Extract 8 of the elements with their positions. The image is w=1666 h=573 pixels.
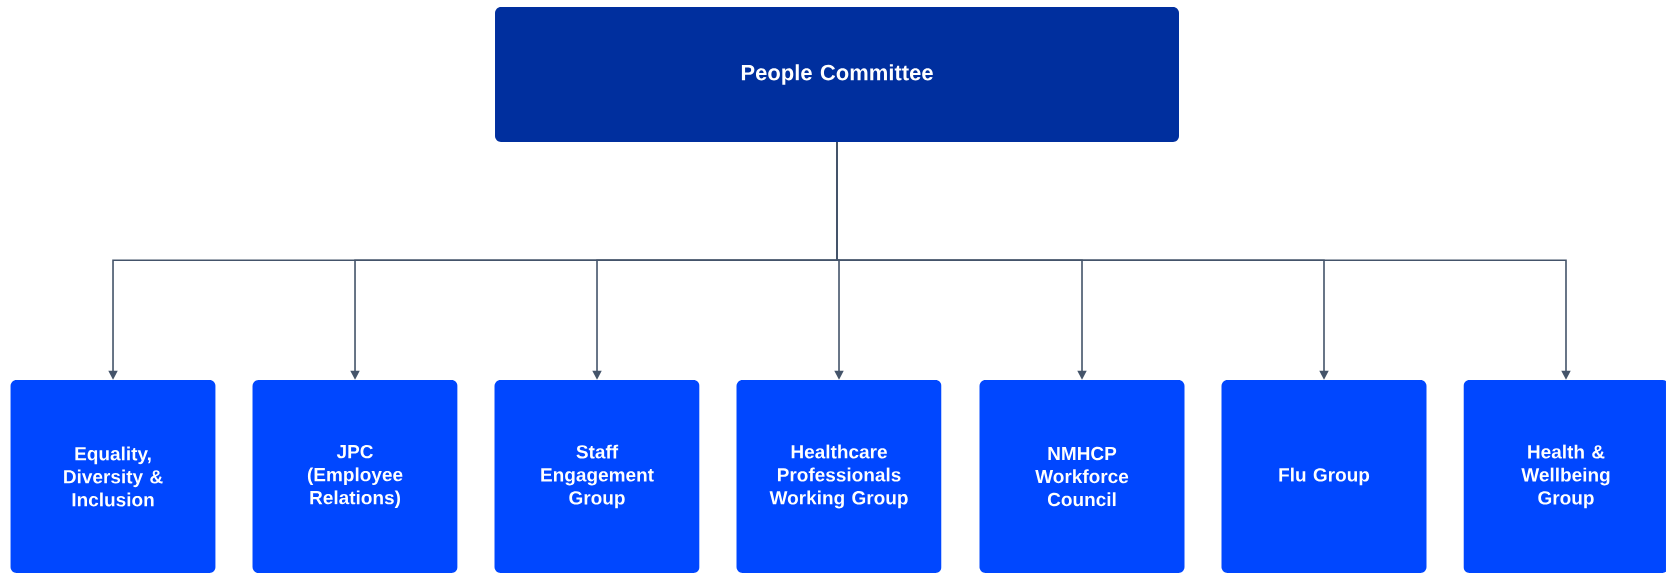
group-box: Equality, Diversity & Inclusion: [10, 380, 216, 573]
committee-box: People Committee: [495, 7, 1179, 142]
group-box: Staff Engagement Group: [494, 380, 700, 573]
group-box: Flu Group: [1221, 380, 1427, 573]
group-box: NMHCP Workforce Council: [979, 380, 1185, 573]
group-box: Health & Wellbeing Group: [1463, 380, 1666, 573]
group-box: JPC (Employee Relations): [252, 380, 458, 573]
group-box: Healthcare Professionals Working Group: [736, 380, 942, 573]
